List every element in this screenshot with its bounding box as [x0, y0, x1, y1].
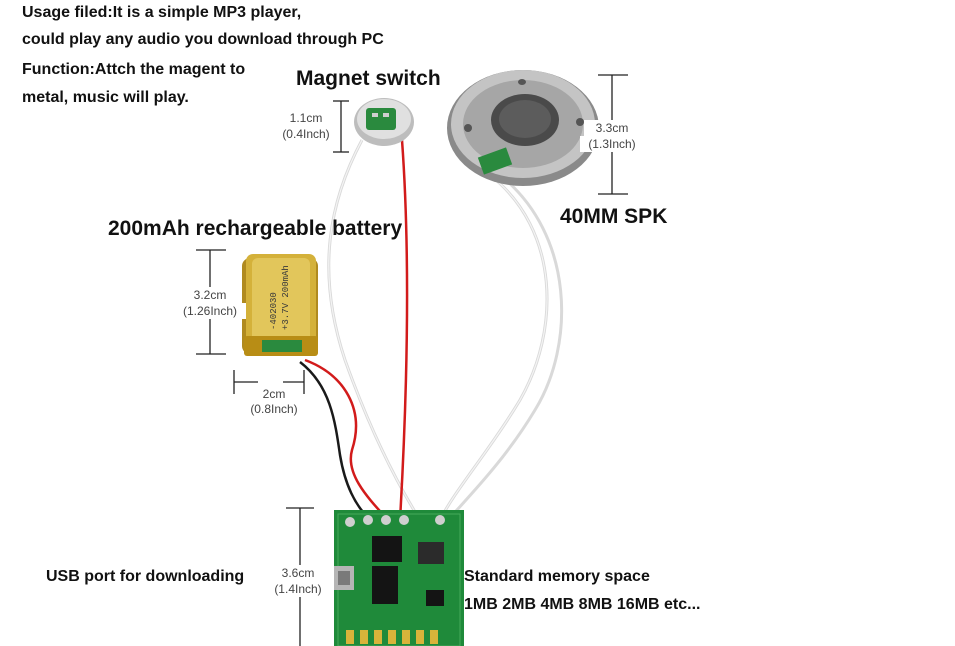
battery-height-cm: 3.2cm: [178, 287, 242, 303]
battery-print-1: -402030: [269, 292, 279, 330]
magnet-red-wire: [398, 139, 409, 521]
speaker-image: [447, 70, 599, 186]
usage-line-1: Usage filed:It is a simple MP3 player,: [22, 4, 302, 21]
mp3-board-image: [334, 510, 464, 646]
magnet-dim-cm: 1.1cm: [289, 111, 323, 125]
usage-line-2: could play any audio you download throug…: [22, 31, 384, 48]
battery-label: 200mAh rechargeable battery: [108, 217, 403, 240]
speaker-dim-cm: 3.3cm: [584, 120, 640, 136]
usage-line-3: Function:Attch the magent to: [22, 61, 246, 78]
magnet-dim-inch: (0.4Inch): [282, 127, 330, 141]
battery-width-cm: 2cm: [262, 387, 286, 401]
battery-black-wire: [299, 361, 371, 521]
magnet-switch-label: Magnet switch: [296, 67, 441, 90]
battery-height-inch: (1.26Inch): [174, 303, 246, 319]
battery-red-wire: [304, 358, 389, 521]
magnet-switch-image: [354, 98, 414, 146]
board-dim-cm: 3.6cm: [268, 565, 328, 581]
battery-print-2: +3.7V 200mAh: [281, 265, 291, 330]
usage-line-4: metal, music will play.: [22, 89, 189, 106]
board-dim-inch: (1.4Inch): [264, 581, 332, 597]
battery-image: [242, 254, 318, 356]
usb-port-label: USB port for downloading: [46, 568, 245, 585]
speaker-dim-inch: (1.3Inch): [580, 136, 644, 152]
memory-title-label: Standard memory space: [464, 568, 650, 585]
battery-width-inch: (0.8Inch): [250, 402, 298, 416]
white-wires: [327, 139, 564, 521]
speaker-label: 40MM SPK: [560, 205, 668, 228]
memory-sizes-label: 1MB 2MB 4MB 8MB 16MB etc...: [464, 596, 701, 613]
